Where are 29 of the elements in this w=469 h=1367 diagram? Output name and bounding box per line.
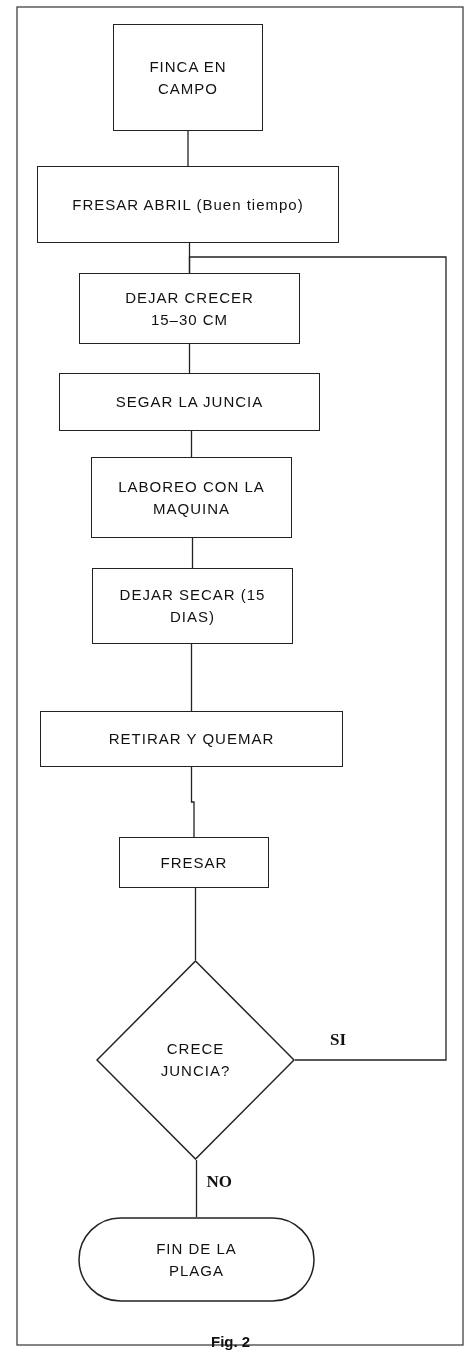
process-box	[91, 457, 292, 538]
process-box	[92, 568, 293, 644]
step-text: FRESAR	[160, 852, 228, 873]
decision-diamond	[96, 960, 295, 1160]
step-text: RETIRAR Y QUEMAR	[108, 729, 275, 750]
process-box	[40, 711, 343, 767]
connector-line	[188, 256, 447, 1061]
process-box	[37, 166, 339, 243]
process-box	[79, 273, 300, 344]
step-text: LABOREO CON LA MAQUINA	[117, 476, 266, 519]
connector-line	[190, 430, 193, 458]
step-text: FRESAR ABRIL (Buen tiempo)	[72, 194, 304, 215]
connector-line	[191, 537, 194, 569]
connector-line	[195, 1159, 198, 1218]
connector-line	[190, 766, 195, 838]
step-text: FINCA EN CAMPO	[148, 56, 228, 99]
step-text: FIN DE LA PLAGA	[155, 1238, 238, 1281]
figure-caption: Fig. 2	[211, 1333, 251, 1350]
step-text: SEGAR LA JUNCIA	[115, 392, 264, 413]
connector-line	[190, 643, 193, 712]
connector-line	[194, 887, 197, 961]
connector-line	[188, 343, 191, 374]
connector-line	[187, 130, 189, 167]
step-text: DEJAR CRECER 15–30 CM	[124, 287, 255, 330]
process-box	[119, 837, 269, 888]
process-box	[113, 24, 263, 131]
step-text: CRECE JUNCIA?	[159, 1039, 232, 1081]
process-box	[59, 373, 320, 431]
step-text: DEJAR SECAR (15 DIAS)	[118, 585, 267, 627]
